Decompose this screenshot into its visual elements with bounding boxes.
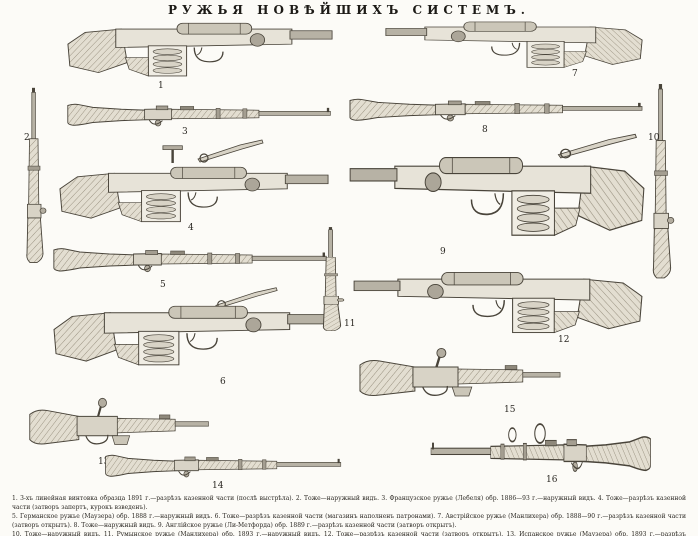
figure-11-rifle-illustration [316, 226, 346, 334]
figure-1-number: 1 [158, 81, 164, 91]
figure-16-number: 16 [546, 475, 558, 485]
figure-7-breech-section-illustration [384, 14, 644, 76]
figure-4-breech-section-illustration [58, 144, 330, 232]
figure-1-breech-section-illustration [66, 14, 334, 86]
figure-8-rifle-illustration [348, 92, 646, 126]
figure-10-rifle-illustration [646, 82, 676, 284]
figure-2-rifle-illustration [20, 86, 48, 268]
figure-12-breech-section-illustration [352, 262, 644, 344]
figure-13-number: 13 [98, 457, 110, 467]
figure-3-number: 3 [182, 127, 188, 137]
caption-line-3: 10. Тоже—наружный видъ. 11. Румынское ру… [12, 531, 686, 536]
figure-14-rifle-illustration [104, 448, 344, 482]
figure-11-number: 11 [344, 319, 356, 329]
figure-9-number: 9 [440, 247, 446, 257]
figure-15-number: 15 [504, 405, 516, 415]
figure-12-number: 12 [558, 335, 570, 345]
figure-5-rifle-illustration [52, 241, 330, 277]
figure-6-breech-section-illustration [52, 296, 334, 376]
caption-line-1: 1. 3-хъ линейная винтовка образца 1891 г… [12, 495, 686, 511]
figure-16-rifle-illustration [428, 420, 652, 474]
figure-6-number: 6 [220, 377, 226, 387]
figure-8-number: 8 [482, 125, 488, 135]
figure-14-number: 14 [212, 481, 224, 491]
figure-3-rifle-illustration [66, 97, 334, 131]
figure-7-number: 7 [572, 69, 578, 79]
figure-4-number: 4 [188, 223, 194, 233]
figure-10-number: 10 [648, 133, 660, 143]
figure-2-number: 2 [24, 133, 30, 143]
plate-title: РУЖЬЯ НОВѢЙШИХЪ СИСТЕМЪ. [168, 3, 530, 17]
figure-5-number: 5 [160, 280, 166, 290]
caption-line-2: 5. Германское ружье (Маузера) обр. 1888 … [12, 513, 686, 529]
figure-15-breech-illustration [358, 347, 564, 411]
figure-9-breech-section-illustration [348, 144, 646, 250]
plate-caption: 1. 3-хъ линейная винтовка образца 1891 г… [12, 494, 686, 536]
